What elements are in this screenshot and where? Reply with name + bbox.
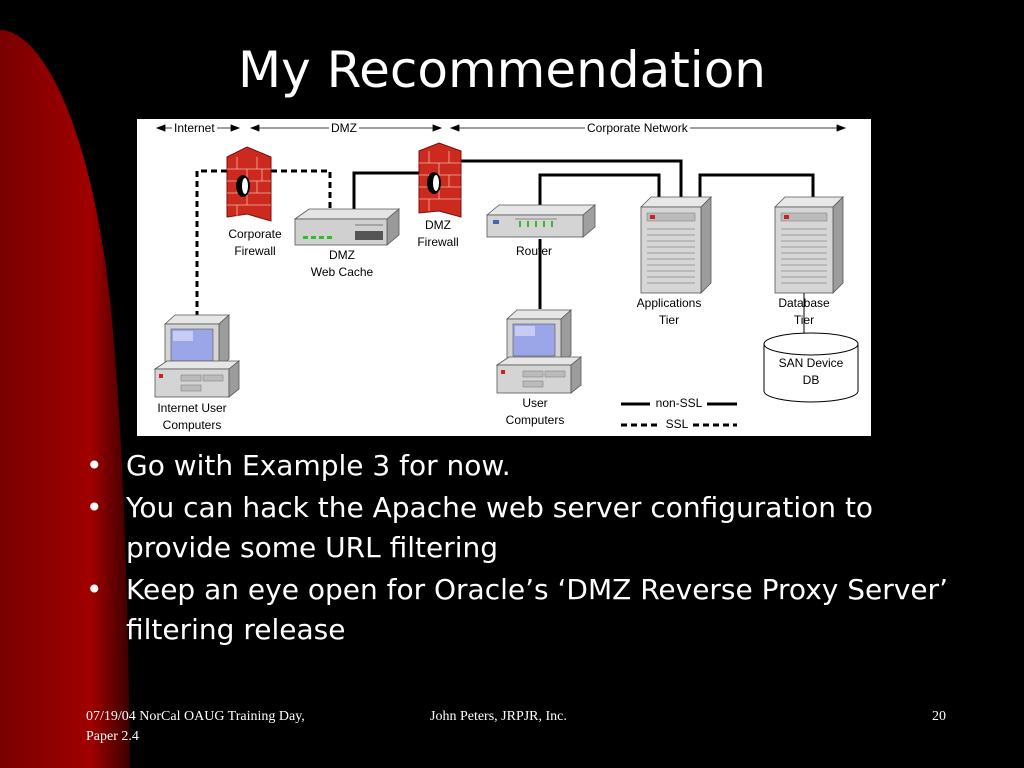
- zone-arrows: [155, 124, 847, 132]
- bullet-item: • Go with Example 3 for now.: [86, 446, 966, 486]
- dmz-firewall-label: DMZ Firewall: [417, 218, 459, 249]
- ssl-links: [195, 169, 332, 317]
- router-icon: [485, 204, 597, 238]
- bullet-dot: •: [86, 573, 103, 606]
- bullet-item: • Keep an eye open for Oracle’s ‘DMZ Reve…: [86, 570, 966, 650]
- legend-non-ssl-label: non-SSL: [655, 396, 703, 410]
- zone-label-dmz: DMZ: [329, 121, 359, 135]
- applications-server-icon: [640, 196, 712, 294]
- legend-lines: [621, 402, 737, 427]
- dmz-firewall-icon: [418, 142, 462, 218]
- router-label: Router: [515, 244, 553, 258]
- user-computers-label: User Computers: [505, 396, 565, 427]
- footer-page-number: 20: [932, 709, 946, 724]
- database-server-icon: [774, 196, 844, 337]
- corporate-firewall-label: Corporate Firewall: [228, 227, 282, 258]
- slide-title: My Recommendation: [238, 41, 766, 99]
- internet-user-label: Internet User Computers: [157, 401, 227, 432]
- san-device-label: SAN Device DB: [778, 356, 844, 387]
- bullet-dot: •: [86, 491, 103, 524]
- bullet-text: Go with Example 3 for now.: [126, 449, 511, 482]
- footer-date-event: 07/19/04 NorCal OAUG Training Day, Paper…: [86, 709, 305, 744]
- user-computer-icon: [495, 309, 583, 394]
- non-ssl-links: [352, 159, 815, 309]
- dmz-web-cache-label: DMZ Web Cache: [310, 248, 374, 279]
- footer-author: John Peters, JRPJR, Inc.: [430, 709, 567, 724]
- zone-label-internet: Internet: [172, 121, 217, 135]
- database-tier-label: Database Tier: [778, 296, 830, 327]
- zone-label-corporate: Corporate Network: [585, 121, 690, 135]
- bullet-text: You can hack the Apache web server confi…: [126, 491, 874, 564]
- bullet-text: Keep an eye open for Oracle’s ‘DMZ Rever…: [126, 573, 948, 646]
- legend-ssl-label: SSL: [665, 417, 689, 431]
- bullet-dot: •: [86, 449, 103, 482]
- applications-tier-label: Applications Tier: [636, 296, 702, 327]
- corporate-firewall-icon: [226, 146, 272, 222]
- internet-user-computer-icon: [153, 314, 241, 398]
- network-diagram: Internet DMZ Corporate Network Corporate…: [137, 119, 871, 436]
- bullet-item: • You can hack the Apache web server conf…: [86, 488, 966, 568]
- diagram-graphics: [153, 124, 859, 427]
- bullet-list: • Go with Example 3 for now. • You can hac…: [86, 446, 966, 652]
- san-device-icon: [763, 332, 859, 403]
- dmz-web-cache-icon: [293, 208, 401, 246]
